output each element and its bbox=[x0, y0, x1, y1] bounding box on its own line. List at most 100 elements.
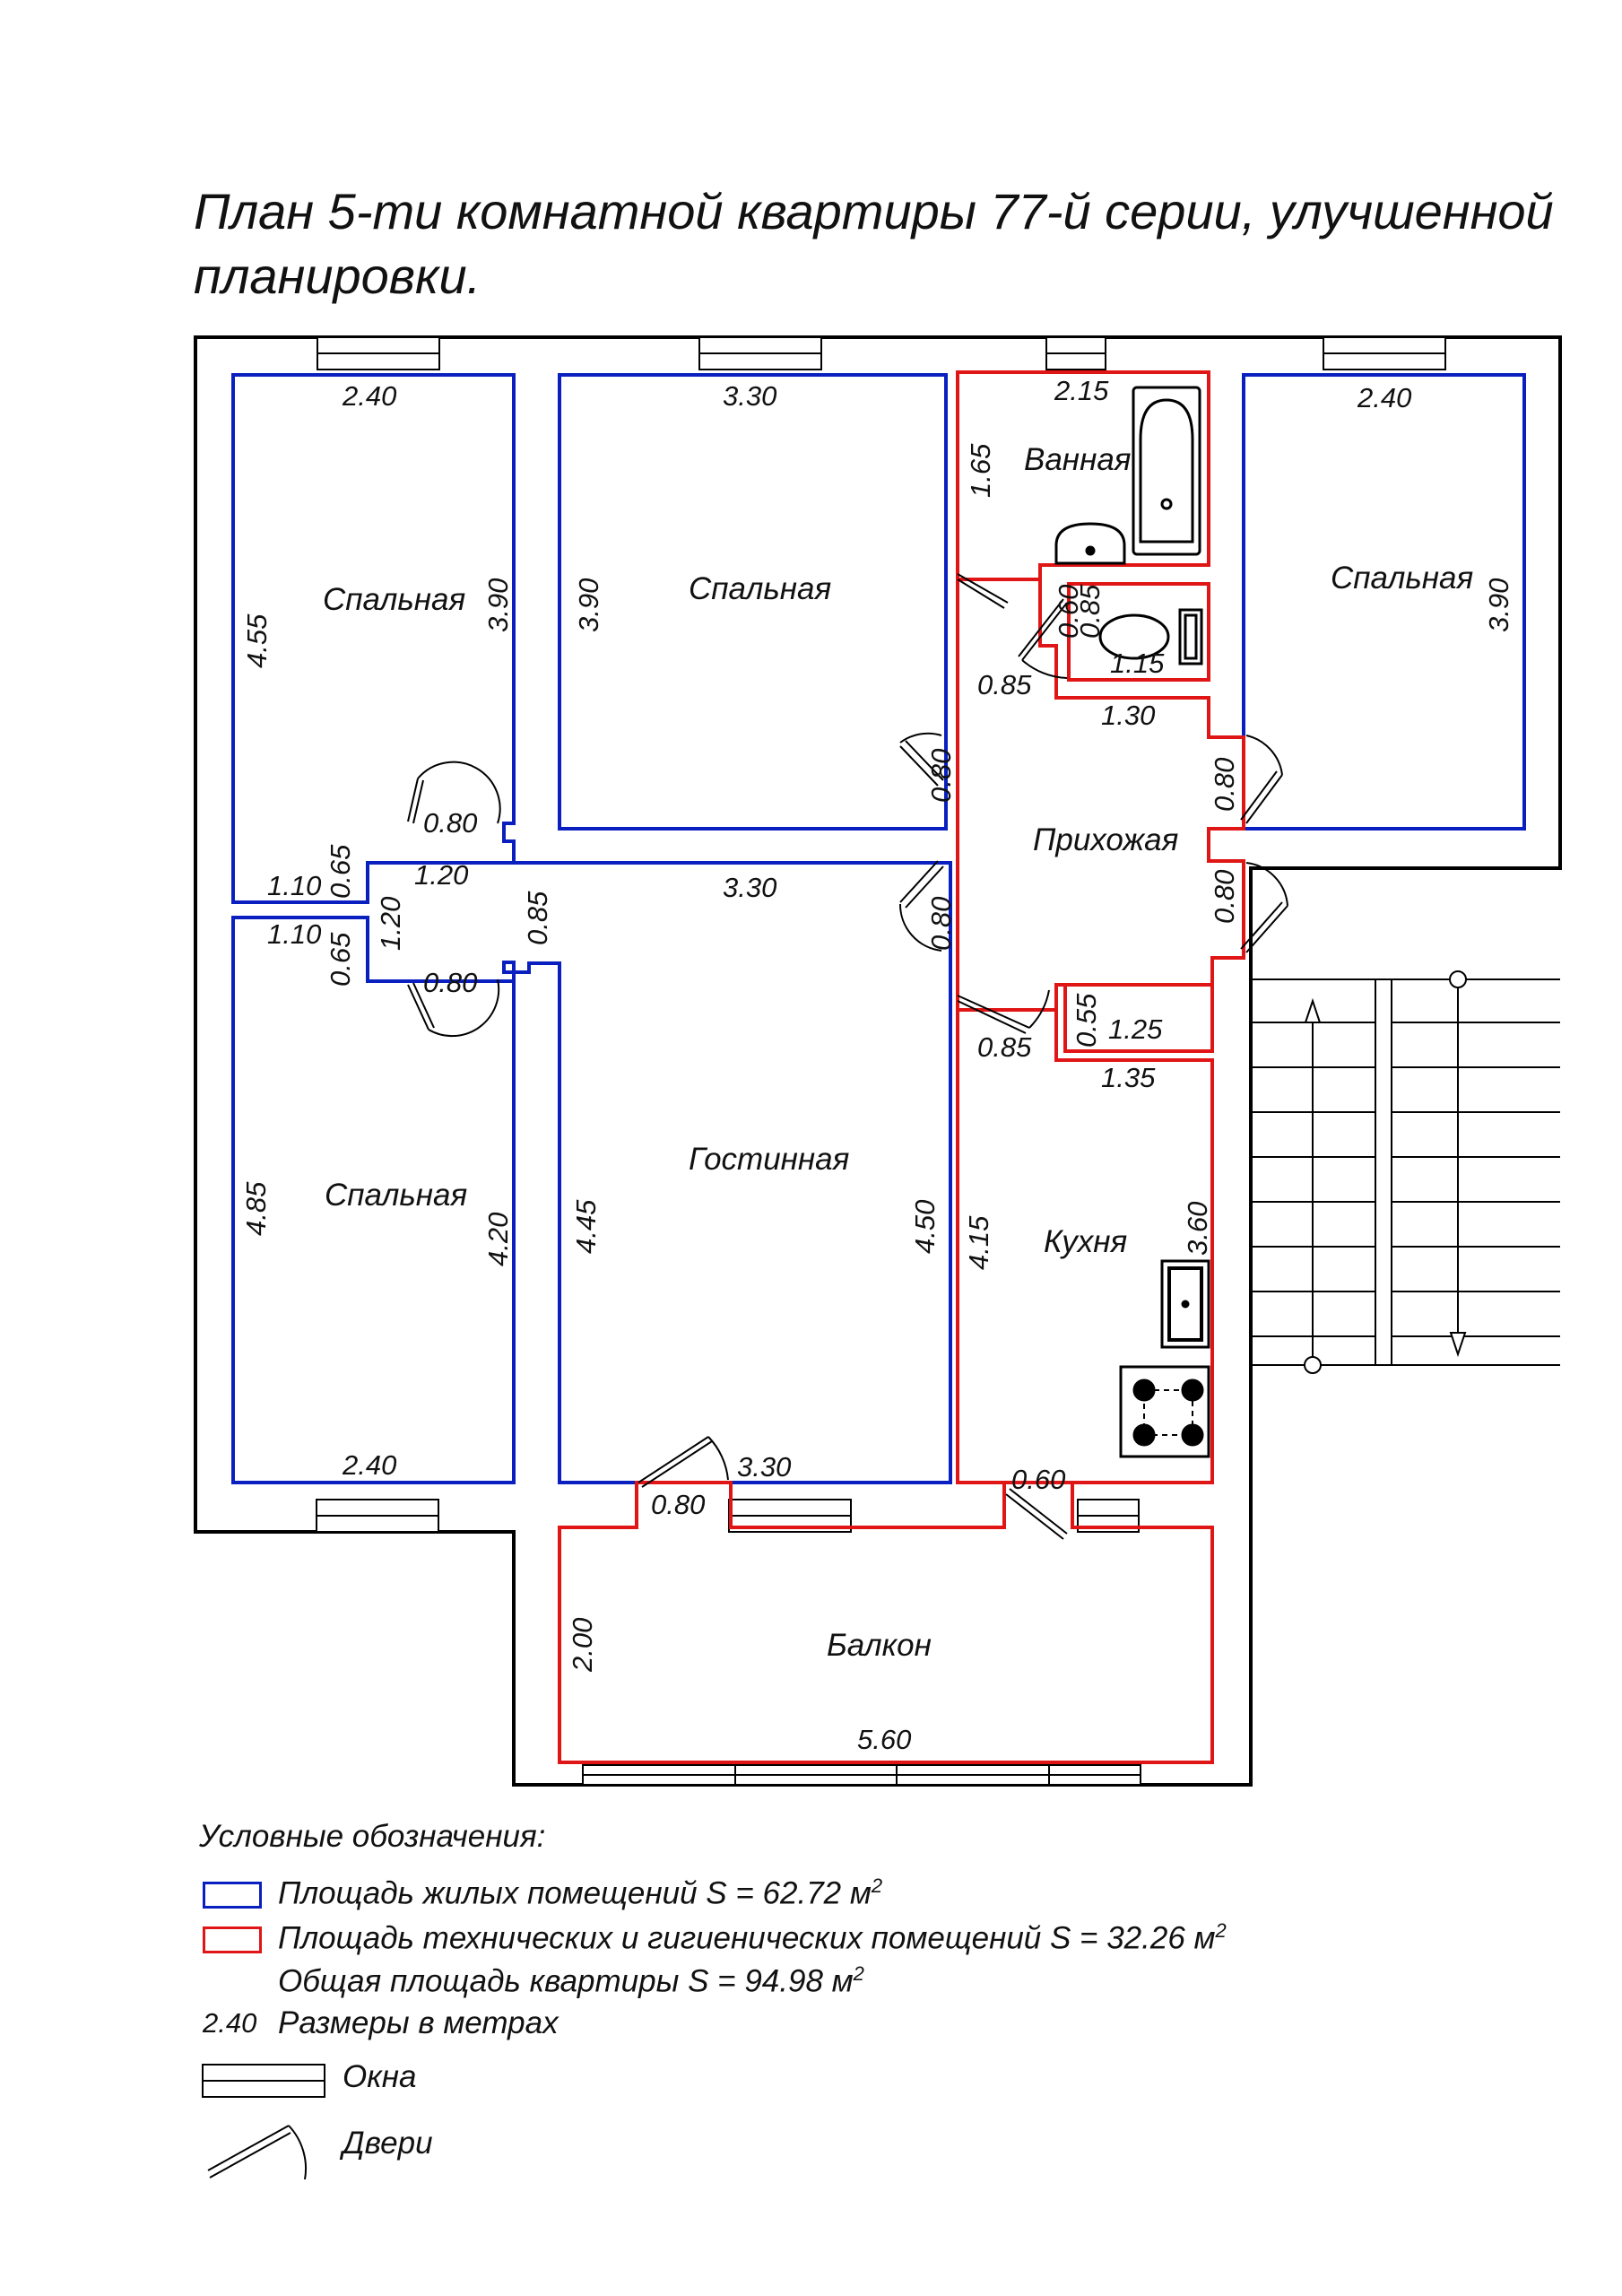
door-bedroom-3 bbox=[1240, 735, 1283, 824]
window bbox=[1323, 336, 1446, 370]
dimension-label: 3.30 bbox=[723, 872, 776, 903]
bedroom-3-outline bbox=[1242, 373, 1526, 831]
dimension-label: 3.30 bbox=[737, 1451, 791, 1483]
dimension-label: 1.10 bbox=[267, 918, 321, 950]
legend-swatch-living bbox=[203, 1882, 262, 1909]
door-legend-icon bbox=[207, 2125, 308, 2180]
fixtures bbox=[1054, 386, 1210, 1458]
dimension-label: 5.60 bbox=[857, 1724, 911, 1755]
door-balcony-kitchen bbox=[1005, 1488, 1068, 1540]
room-label-hall: Прихожая bbox=[1033, 822, 1178, 857]
kitchen-outline bbox=[956, 1008, 1214, 1484]
legend-heading: Условные обозначения: bbox=[199, 1819, 546, 1854]
dimension-label: 1.25 bbox=[1108, 1013, 1163, 1045]
dimension-label: 0.60 bbox=[1011, 1464, 1065, 1495]
bedroom-2-outline bbox=[558, 373, 948, 831]
living-rooms bbox=[231, 373, 1526, 1484]
dimension-label: 1.30 bbox=[1101, 700, 1155, 731]
dimension-label: 2.40 bbox=[342, 1449, 396, 1481]
bathtub-icon bbox=[1132, 386, 1201, 556]
dimension-label: 1.65 bbox=[965, 443, 996, 498]
door-bedroom-2 bbox=[899, 732, 944, 787]
balcony-outline bbox=[558, 1481, 1214, 1764]
dimension-label: 4.20 bbox=[482, 1213, 514, 1266]
door-kitchen bbox=[957, 989, 1050, 1034]
legend-living-area: Площадь жилых помещений S = 62.72 м2 bbox=[278, 1874, 882, 1912]
sink-icon bbox=[1054, 522, 1126, 565]
door-balcony-living bbox=[638, 1436, 729, 1488]
dimension-label: 3.90 bbox=[573, 578, 604, 632]
dimension-label: 0.85 bbox=[1074, 584, 1106, 639]
window bbox=[698, 336, 822, 370]
dimension-label: 0.85 bbox=[522, 891, 553, 945]
door-wc bbox=[1018, 598, 1068, 679]
dimension-label: 2.15 bbox=[1054, 375, 1109, 406]
legend-symbols bbox=[202, 2064, 325, 2180]
dimension-label: 1.20 bbox=[414, 859, 468, 891]
door-bathroom bbox=[957, 573, 1009, 609]
dimension-label: 4.50 bbox=[909, 1200, 941, 1254]
toilet-icon bbox=[1098, 608, 1203, 665]
door-entrance bbox=[1240, 862, 1288, 953]
legend-tech-area: Площадь технических и гигиенических поме… bbox=[278, 1919, 1227, 1957]
dimension-label: 2.40 bbox=[1357, 382, 1411, 413]
superscript: 2 bbox=[871, 1874, 883, 1897]
page-title: План 5-ти комнатной квартиры 77-й серии,… bbox=[194, 183, 1554, 304]
dimension-label: 0.85 bbox=[977, 1031, 1032, 1063]
superscript: 2 bbox=[853, 1962, 864, 1985]
legend-dim-sample: 2.40 bbox=[203, 2007, 257, 2039]
dimension-label: 0.80 bbox=[1209, 758, 1240, 812]
legend-swatch-technical bbox=[203, 1926, 262, 1953]
bedroom-1-outline bbox=[231, 373, 516, 904]
dimension-label: 2.40 bbox=[342, 380, 396, 412]
dimension-label: 0.55 bbox=[1071, 993, 1102, 1048]
dimension-label: 2.00 bbox=[567, 1618, 598, 1673]
room-label-bedroom: Спальная bbox=[325, 1178, 467, 1213]
dimension-label: 3.90 bbox=[482, 578, 514, 632]
legend-tech-area-text: Площадь технических и гигиенических поме… bbox=[278, 1920, 1216, 1956]
dimension-label: 0.80 bbox=[423, 967, 477, 998]
room-labels: Спальная Спальная Спальная Спальная Гост… bbox=[323, 442, 1473, 1663]
window-legend-icon bbox=[202, 2064, 325, 2098]
superscript: 2 bbox=[1215, 1919, 1227, 1942]
dimension-label: 4.15 bbox=[963, 1215, 994, 1270]
living-room-outline bbox=[514, 861, 952, 1484]
doors bbox=[407, 573, 1288, 1540]
room-label-bedroom: Спальная bbox=[689, 571, 831, 606]
dimension-label: 0.65 bbox=[325, 932, 356, 987]
door-corridor-bottom bbox=[407, 978, 500, 1038]
room-label-living: Гостинная bbox=[689, 1142, 849, 1177]
dimension-label: 0.80 bbox=[925, 749, 957, 803]
legend-living-area-text: Площадь жилых помещений S = 62.72 м bbox=[278, 1875, 872, 1911]
window bbox=[582, 1764, 1141, 1786]
dimension-label: 0.80 bbox=[1209, 870, 1240, 924]
window bbox=[316, 1499, 439, 1533]
dimension-label: 1.10 bbox=[267, 870, 321, 901]
dimension-label: 3.60 bbox=[1182, 1202, 1213, 1256]
dimension-label: 3.90 bbox=[1483, 578, 1514, 632]
dimension-label: 1.35 bbox=[1101, 1062, 1156, 1093]
bedroom-4-outline bbox=[231, 916, 516, 1484]
door-corridor-top bbox=[407, 761, 501, 824]
dimension-label: 4.55 bbox=[241, 613, 273, 668]
dimension-label: 3.30 bbox=[723, 380, 776, 412]
dimension-label: 0.85 bbox=[977, 669, 1032, 700]
room-label-bedroom: Спальная bbox=[1331, 561, 1473, 596]
outer-wall bbox=[194, 335, 1562, 1787]
dimension-label: 1.15 bbox=[1110, 648, 1165, 679]
windows bbox=[316, 336, 1446, 1786]
dimension-label: 0.80 bbox=[651, 1489, 705, 1520]
window bbox=[1045, 336, 1106, 370]
dimension-label: 0.65 bbox=[325, 844, 356, 899]
legend-total-area: Общая площадь квартиры S = 94.98 м2 bbox=[278, 1962, 864, 2000]
storage-outline bbox=[1063, 983, 1214, 1053]
hall-outline bbox=[956, 578, 1245, 1012]
kitchen-sink-icon bbox=[1160, 1259, 1210, 1349]
door-living bbox=[898, 860, 944, 952]
legend-total-area-text: Общая площадь квартиры S = 94.98 м bbox=[278, 1963, 854, 1999]
technical-rooms bbox=[558, 370, 1245, 1764]
dimension-label: 4.45 bbox=[570, 1199, 602, 1254]
dimension-label: 4.85 bbox=[240, 1181, 272, 1236]
room-label-bathroom: Ванная bbox=[1024, 442, 1132, 477]
